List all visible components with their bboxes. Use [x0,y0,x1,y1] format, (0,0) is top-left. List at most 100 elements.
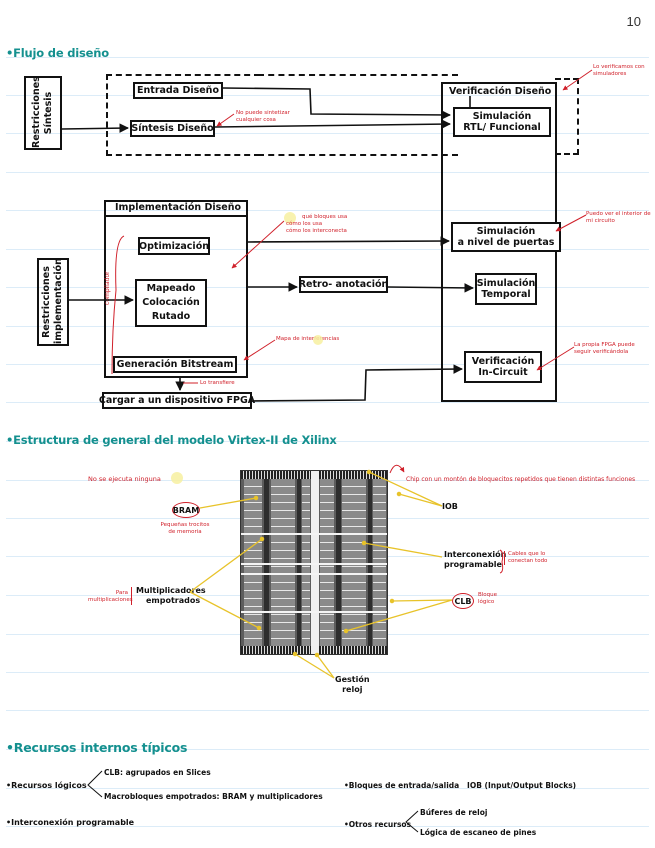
gate-sim-line2: a nivel de puertas [457,237,555,248]
ruled-line [6,326,649,327]
highlight-mark [284,212,296,224]
bram-label: BRAM [172,505,200,515]
rtl-sim-line1: Simulación [472,111,532,122]
ruled-line [6,210,649,211]
ruled-line [6,672,649,673]
verification-annotation: Lo verificamos con simuladores [593,64,645,77]
io-blocks: •Bloques de entrada/salida IOB (Input/Ou… [344,781,577,790]
verification-group-dashed [555,78,579,155]
synthesis-group-dashed [106,74,260,156]
route-line: Rutado [151,311,191,322]
map-place-route-box: Mapeado Colocación Rutado [135,279,207,327]
gate-sim-line1: Simulación [476,226,536,237]
chip-curved-arrow [389,464,405,474]
design-entry-box: Entrada Diseño [133,82,223,99]
red-arrow-bitstream [243,339,276,361]
logic-branch-macroblocks: Macrobloques empotrados: BRAM y multipli… [104,792,323,801]
clb-label-circle: CLB [452,593,474,609]
optimization-box: Optimización [138,237,210,255]
clock-line1: Gestión [335,675,370,684]
other-resources: •Otros recursos [344,820,412,829]
bram-annotation: Pequeñas trocitos de memoria [160,522,210,535]
transfer-annotation: Lo transfiere [200,380,235,386]
ruled-line [6,441,649,442]
implementation-note-line2: cómo los usa [286,221,323,227]
interconnect-line2: programable [444,560,502,569]
bitstream-generation-box: Generación Bitstream [113,356,237,373]
ruled-line [6,788,649,789]
other-branch-clock-buffers: Búferes de reloj [420,808,488,817]
annotation-divider [131,587,132,605]
section-heading-flow: •Flujo de diseño [6,46,109,60]
ruled-line [6,133,649,134]
clb-annotation: Bloque lógico [478,592,498,605]
arrow-load-to-incircuit [251,364,463,402]
rtl-simulation-box: Simulación RTL/ Funcional [453,107,551,137]
pointer-iob-side [398,493,443,507]
synthesis-constraints-box: Restricciones Síntesis [24,76,62,150]
place-line: Colocación [142,297,200,308]
interconnect-label: Interconexión programable [444,550,506,570]
clock-line2: reloj [342,685,363,694]
gate-level-simulation-box: Simulación a nivel de puertas [451,222,561,252]
pointer-dot [396,491,402,497]
implementation-annotation: qué bloques usa cómo los usa cómo los in… [286,214,347,235]
ruled-line [6,826,649,827]
arrow-impl-to-gate-sim [247,236,450,246]
interconnect-line [241,611,387,613]
timing-simulation-box: Simulación Temporal [475,273,537,305]
synthesis-group-dashed-ext [258,74,458,156]
pointer-clock-right [316,654,335,679]
iob-label: IOB [442,502,458,511]
pointer-clock-left [294,653,335,679]
implementation-note-line3: cómo los interconecta [286,228,347,234]
ruled-line [6,364,649,365]
implementation-constraints-label: Restricciones implementación [41,258,64,344]
interconnect-line [241,573,387,575]
design-implementation-container [104,200,248,378]
bram-column [368,479,372,646]
incircuit-line2: In-Circuit [478,367,528,378]
pointer-clb-top [391,599,453,602]
synthesis-constraints-label: Restricciones Síntesis [31,76,54,148]
implementation-constraints-box: Restricciones implementación [37,258,69,346]
synthesis-annotation: No puede sintetizar cualquier cosa [236,110,290,123]
multipliers-line2: empotrados [146,596,201,605]
multipliers-line1: Multiplicadores [136,586,206,595]
incircuit-line1: Verificación [471,356,535,367]
ruled-line [6,57,649,58]
clb-column [302,479,310,646]
multipliers-annotation: Para multiplicaciones [88,590,133,603]
back-annotation-box: Retro- anotación [299,276,388,293]
ruled-line [6,710,649,711]
section-heading-virtex: •Estructura de general del modelo Virtex… [6,433,337,447]
page-number: 10 [626,14,641,29]
clock-management-label: Gestión reloj [335,675,370,695]
clb-column [271,479,295,646]
incircuit-annotation: La propia FPGA puede seguir verificándol… [574,342,635,355]
pointer-dot [389,598,395,604]
other-branch-pin-scan: Lógica de escaneo de pines [420,828,537,837]
implementation-title-divider [104,215,248,217]
section-heading-resources: •Recursos internos típicos [6,740,188,755]
implementation-note-line1: qué bloques usa [302,214,348,220]
gate-sim-annotation: Puedo ver el interior de mi circuito [586,211,651,224]
logic-resources: •Recursos lógicos [6,781,87,790]
ruled-line [6,249,649,250]
interconnect-line1: Interconexión [444,550,507,559]
highlight-mark [171,472,183,484]
logic-resources-bracket [87,770,103,798]
bram-column [336,479,341,646]
multipliers-label: Multiplicadores empotrados [136,586,206,606]
bram-label-circle: BRAM [172,502,200,518]
verification-title: Verificación Diseño [449,86,552,97]
bitstream-annotation: Mapa de interferencias [276,336,340,342]
bram-column [297,479,301,646]
map-line: Mapeado [146,283,196,294]
ruled-line [6,749,649,750]
timing-sim-line2: Temporal [481,289,531,300]
bram-column [264,479,269,646]
chip-annotation: Chip con un montón de bloquecitos repeti… [406,476,636,483]
clb-label: CLB [454,596,472,606]
